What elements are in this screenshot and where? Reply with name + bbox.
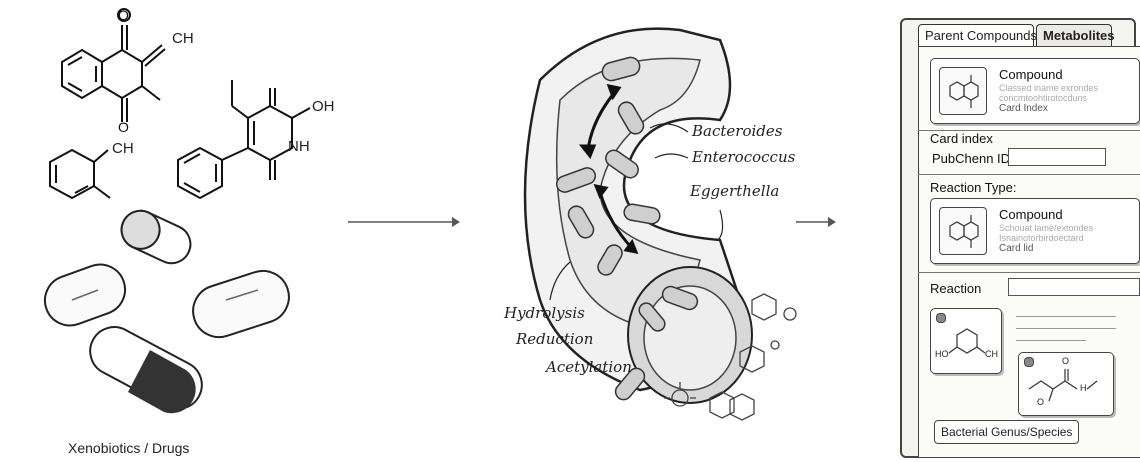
card-subtitle-1: Classed iname exrondes xyxy=(999,83,1099,93)
compound-thumbnail xyxy=(939,67,987,115)
reaction-input[interactable] xyxy=(1008,278,1140,296)
mol-label-o-2: O xyxy=(1037,397,1045,407)
bacteria-label-enterococcus: Enterococcus xyxy=(692,148,796,166)
product-molecule-card[interactable]: O O H xyxy=(1018,352,1114,416)
flow-arrow-2 xyxy=(796,217,836,227)
pubchem-id-input[interactable] xyxy=(1008,148,1106,166)
status-dot-icon xyxy=(1024,357,1034,367)
naphthoquinone-structure xyxy=(61,8,166,122)
reaction-label-acetylation: Acetylation xyxy=(546,358,632,376)
flow-arrow-1 xyxy=(348,217,460,227)
reaction-type-label: Reaction Type: xyxy=(930,180,1017,195)
exchange-arrows xyxy=(578,84,639,255)
tablet-left xyxy=(43,263,127,327)
mol-label-ho: HO xyxy=(935,349,949,359)
card-subtitle-1: Schouat lame/extondes xyxy=(999,223,1094,233)
reaction-label-hydrolysis: Hydrolysis xyxy=(504,304,585,322)
compound-structure-icon xyxy=(949,215,979,248)
card-title: Compound xyxy=(999,67,1063,82)
svg-text:O: O xyxy=(118,119,129,135)
parent-compound-card[interactable]: Compound Classed iname exrondes concmtoo… xyxy=(930,58,1140,124)
card-subtitle-2: concmtoohtirotocduns xyxy=(999,93,1088,103)
compound-structure-icon xyxy=(949,75,979,108)
molecule-label-nh: NH xyxy=(288,138,310,155)
reaction-compound-card[interactable]: Compound Schouat lame/extondes Isnainoto… xyxy=(930,198,1140,264)
bacterial-genus-button[interactable]: Bacterial Genus/Species xyxy=(934,420,1080,444)
ester-structure-icon xyxy=(1028,369,1098,402)
phenyl-pyridinone-structure xyxy=(177,80,311,200)
xenobiotics-caption: Xenobiotics / Drugs xyxy=(68,440,190,456)
tablet-right xyxy=(192,269,290,339)
molecule-label-ch-2: CH xyxy=(112,140,134,157)
mol-label-o: O xyxy=(1062,356,1070,366)
divider xyxy=(918,272,1140,273)
substrate-molecule-card[interactable]: HO CH xyxy=(930,308,1002,374)
card-index-text: Card Index xyxy=(999,103,1048,114)
placeholder-line xyxy=(1016,328,1116,329)
tab-parent-compounds[interactable]: Parent Compounds xyxy=(918,24,1037,46)
placeholder-line xyxy=(1016,340,1086,341)
divider xyxy=(918,174,1140,175)
leader-lines xyxy=(549,123,724,301)
placeholder-line xyxy=(1016,316,1116,317)
molecule-label-ch-1: CH xyxy=(172,30,194,47)
reaction-label: Reaction xyxy=(930,281,982,296)
card-title: Compound xyxy=(999,207,1063,222)
metabolite-structures xyxy=(664,293,797,421)
molecule-label-oh: OH xyxy=(312,98,335,115)
phenol-structure-icon xyxy=(948,328,986,354)
svg-text:O: O xyxy=(118,7,129,23)
tab-metabolites[interactable]: Metabolites xyxy=(1036,24,1115,46)
bacteria-cells xyxy=(555,56,699,401)
card-index-text: Card lid xyxy=(999,243,1034,254)
reaction-label-reduction: Reduction xyxy=(516,330,594,348)
bacteria-label-bacteroides: Bacteroides xyxy=(692,122,783,140)
divider xyxy=(918,130,1140,131)
capsule-dark xyxy=(89,326,203,414)
capsule-grid xyxy=(120,209,192,265)
card-index-label: Card index xyxy=(930,131,993,146)
status-dot-icon xyxy=(936,313,946,323)
pubchem-id-label: PubChenn ID xyxy=(932,151,1011,166)
card-subtitle-2: Isnainotorbirdoectard xyxy=(999,233,1084,243)
compound-thumbnail xyxy=(939,207,987,255)
bacteria-label-eggerthella: Eggerthella xyxy=(690,182,780,200)
methyl-diene-structure xyxy=(49,148,111,200)
mol-label-h: H xyxy=(1080,383,1087,393)
mol-label-ch: CH xyxy=(985,349,998,359)
